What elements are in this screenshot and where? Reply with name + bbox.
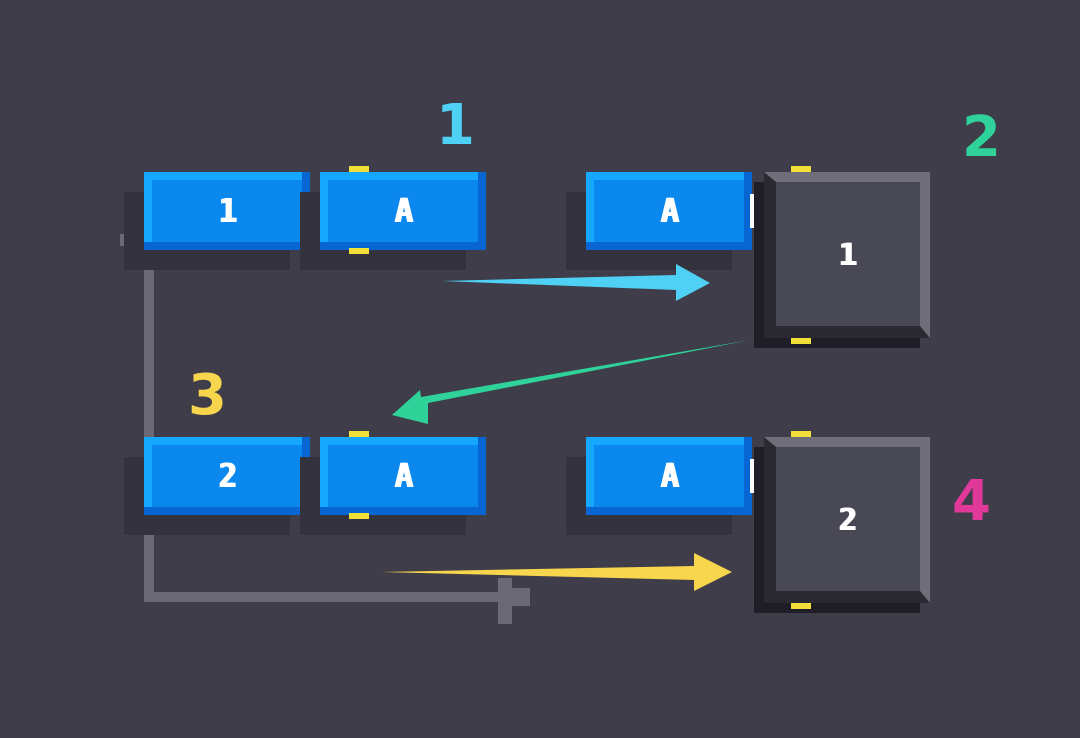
- node-row2[interactable]: 2: [754, 437, 930, 613]
- pin-top: [349, 166, 369, 172]
- wire-end-cap: [498, 578, 512, 624]
- block-face: A: [586, 172, 752, 250]
- node-label: 1: [837, 237, 857, 273]
- block-label: A: [393, 456, 413, 496]
- node-row1[interactable]: 1: [754, 172, 930, 348]
- block-face: 1: [144, 172, 310, 250]
- arrow-1: [442, 264, 710, 301]
- block-row1-right[interactable]: A: [566, 172, 752, 270]
- pin-top: [349, 431, 369, 437]
- block-label: A: [659, 456, 679, 496]
- block-label: 1: [217, 191, 237, 231]
- pin-bottom: [791, 338, 811, 344]
- arrow-3: [380, 553, 732, 591]
- pin-top: [791, 431, 811, 437]
- wire-horizontal: [144, 592, 520, 602]
- block-face: A: [586, 437, 752, 515]
- step-label-3: 3: [188, 363, 227, 428]
- block-face: A: [320, 437, 486, 515]
- block-face: A: [320, 172, 486, 250]
- block-row2-right[interactable]: A: [566, 437, 752, 535]
- block-row2-left[interactable]: 2: [124, 437, 310, 535]
- block-face: 2: [144, 437, 310, 515]
- node-frame: [764, 437, 930, 603]
- pin-top: [791, 166, 811, 172]
- pin-bottom: [349, 513, 369, 519]
- block-row1-mid[interactable]: A: [300, 172, 486, 270]
- pin-bottom: [791, 603, 811, 609]
- block-row2-mid[interactable]: A: [300, 437, 486, 535]
- block-label: 2: [217, 456, 237, 496]
- block-label: A: [659, 191, 679, 231]
- block-row1-left[interactable]: 1: [124, 172, 310, 270]
- block-label: A: [393, 191, 413, 231]
- pin-bottom: [349, 248, 369, 254]
- arrow-2: [392, 340, 750, 424]
- node-frame: [764, 172, 930, 338]
- step-label-1: 1: [436, 93, 475, 158]
- wire-end-tip: [510, 588, 530, 606]
- step-label-4: 4: [952, 469, 991, 534]
- node-label: 2: [837, 502, 857, 538]
- wire-vertical: [144, 236, 154, 602]
- step-label-2: 2: [962, 105, 1001, 170]
